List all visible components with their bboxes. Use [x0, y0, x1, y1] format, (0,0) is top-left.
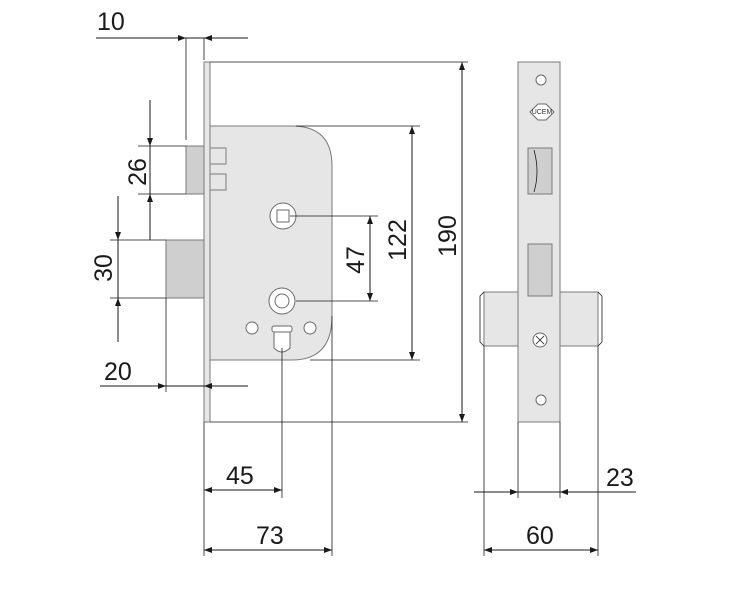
- screw-hole-left: [245, 321, 259, 335]
- dim-label-23: 23: [606, 464, 634, 492]
- cylinder-inner: [274, 293, 290, 309]
- cylinder-cam: [273, 329, 291, 353]
- case-edge-right: [597, 291, 603, 347]
- dimension-labels: 10 26 30 20 47 122 190 45 73 23 60: [90, 8, 634, 550]
- dim-label-60: 60: [526, 522, 554, 550]
- faceplate-top-screw: [535, 74, 547, 86]
- dim-label-10: 10: [97, 8, 125, 36]
- logo-plate: [271, 325, 293, 333]
- case-edge-left: [479, 291, 485, 347]
- dim-label-122: 122: [384, 219, 412, 261]
- follower-square: [276, 209, 290, 223]
- dim-label-190: 190: [434, 215, 462, 257]
- dim-label-47: 47: [342, 246, 370, 274]
- screw-hole-right: [303, 321, 317, 335]
- dim-label-45: 45: [226, 462, 254, 490]
- logo-text: UCEM: [532, 109, 553, 116]
- faceplate-side: [203, 61, 211, 423]
- front-view: UCEM: [479, 61, 603, 423]
- faceplate-bottom-screw: [535, 394, 547, 406]
- side-view: [165, 61, 333, 423]
- latch-bolt-notch-1: [209, 147, 227, 165]
- latch-bolt-notch-2: [209, 173, 227, 191]
- latch-curve: [533, 149, 538, 193]
- latch-window: [527, 147, 553, 195]
- dim-label-26: 26: [124, 158, 152, 186]
- deadbolt-window: [527, 243, 553, 297]
- deadbolt: [165, 239, 205, 299]
- dim-label-73: 73: [256, 522, 284, 550]
- dim-label-30: 30: [90, 254, 118, 282]
- dim-label-20: 20: [104, 358, 132, 386]
- dimension-lines: [96, 35, 636, 556]
- faceplate-front: [517, 61, 561, 423]
- cross-screw-mark: [535, 335, 545, 345]
- logo-badge: [529, 103, 555, 121]
- latch-bolt: [185, 145, 205, 195]
